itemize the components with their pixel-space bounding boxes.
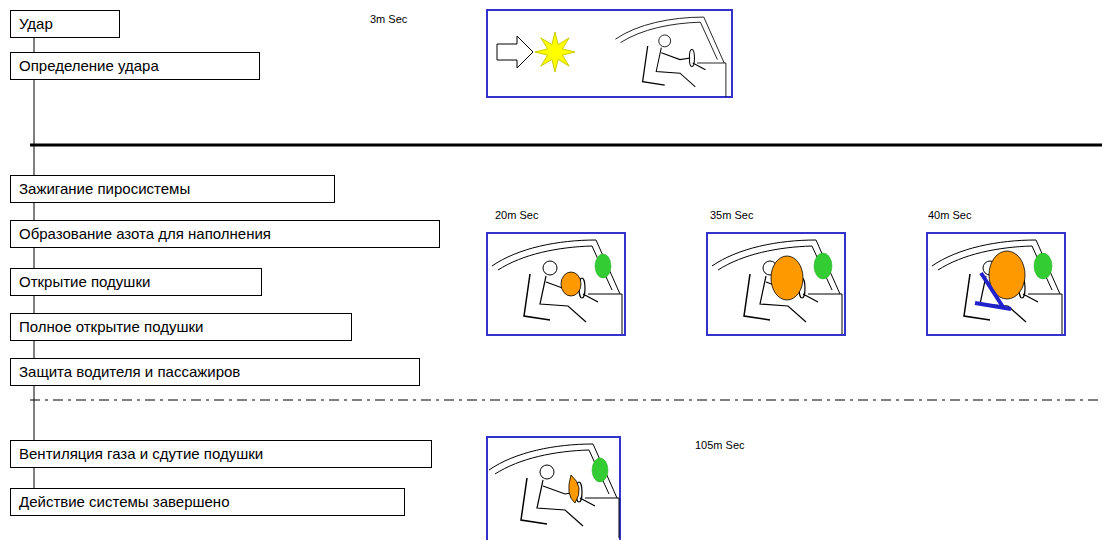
time-label: 35m Sec bbox=[708, 208, 755, 222]
step-text: Определение удара bbox=[19, 56, 251, 76]
process-box: Действие системы завершено bbox=[10, 488, 405, 516]
timeline-connector bbox=[34, 248, 35, 268]
step-text: Образование азота для наполнения bbox=[19, 224, 431, 244]
process-box: Образование азота для наполнения bbox=[10, 220, 440, 248]
process-box: Полное открытие подушки bbox=[10, 313, 352, 341]
timeline-connector bbox=[34, 386, 35, 440]
process-box: Открытие подушки bbox=[10, 268, 262, 296]
time-label: 105m Sec bbox=[693, 438, 747, 452]
step-text: Действие системы завершено bbox=[19, 492, 396, 512]
phase-separator bbox=[30, 399, 1102, 401]
step-text: Удар bbox=[19, 14, 111, 34]
frame-35ms bbox=[707, 233, 845, 335]
time-label: 3m Sec bbox=[368, 12, 409, 26]
process-box: Вентиляция газа и сдутие подушки bbox=[10, 440, 432, 468]
frame-105ms bbox=[487, 437, 620, 540]
frame-40ms bbox=[927, 233, 1065, 335]
timeline-connector bbox=[34, 341, 35, 358]
timeline-connector bbox=[34, 203, 35, 220]
process-box: Удар bbox=[10, 10, 120, 38]
timeline-connector bbox=[34, 38, 35, 52]
frame-20ms bbox=[487, 233, 625, 335]
timeline-connector bbox=[34, 80, 35, 175]
step-text: Полное открытие подушки bbox=[19, 317, 343, 337]
process-box: Защита водителя и пассажиров bbox=[10, 358, 420, 386]
time-label: 40m Sec bbox=[926, 208, 973, 222]
impact-frame bbox=[487, 10, 732, 97]
step-text: Открытие подушки bbox=[19, 272, 253, 292]
step-text: Зажигание пиросистемы bbox=[19, 179, 326, 199]
process-box: Определение удара bbox=[10, 52, 260, 80]
phase-separator bbox=[30, 144, 1102, 147]
timeline-connector bbox=[34, 468, 35, 488]
timeline-connector bbox=[34, 296, 35, 313]
process-box: Зажигание пиросистемы bbox=[10, 175, 335, 203]
step-text: Вентиляция газа и сдутие подушки bbox=[19, 444, 423, 464]
time-label: 20m Sec bbox=[493, 208, 540, 222]
step-text: Защита водителя и пассажиров bbox=[19, 362, 411, 382]
